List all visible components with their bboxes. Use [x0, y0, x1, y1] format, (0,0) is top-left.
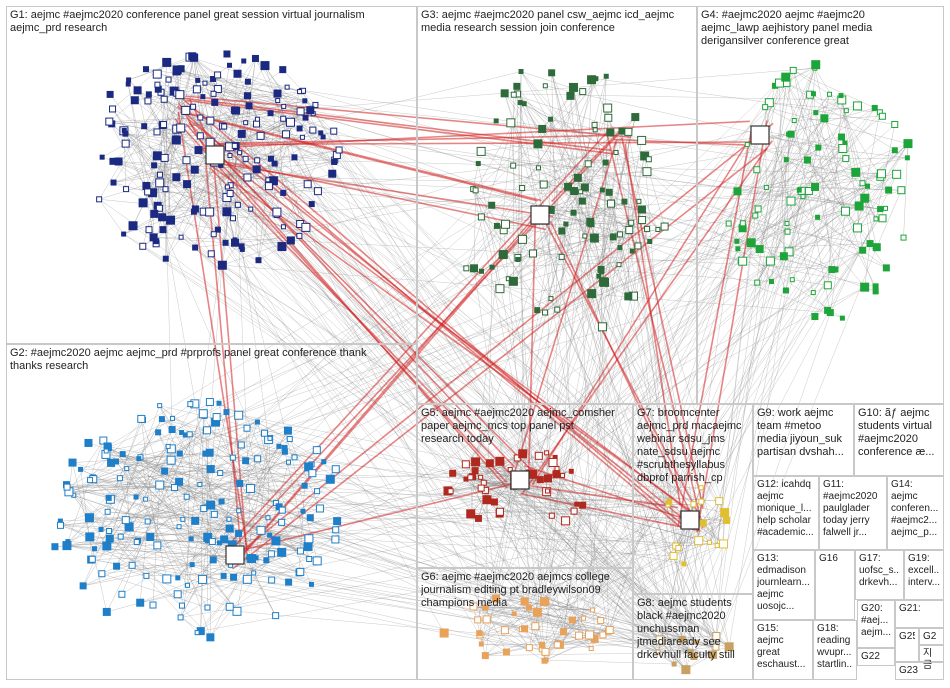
group-label-g4: G4: #aejmc2020 aejmc #aejmc20 aejmc_lawp…	[701, 9, 940, 48]
group-label-g3: G3: aejmc #aejmc2020 panel csw_aejmc icd…	[421, 9, 693, 35]
group-label-g1: G1: aejmc #aejmc2020 conference panel gr…	[10, 9, 413, 35]
group-panel-g8: G8: aejmc students black #aejmc2020 unch…	[633, 594, 753, 680]
group-label-g19: G19: excell... interv...	[908, 553, 940, 589]
group-label-g11: G11: #aejmc2020 paulglader today jerry f…	[823, 479, 883, 539]
group-panel-g10: G10: ãƒ aejmc students virtual #aejmc202…	[854, 404, 944, 476]
group-panel-g23: G23	[895, 662, 944, 680]
group-panel-g3: G3: aejmc #aejmc2020 panel csw_aejmc icd…	[417, 6, 697, 404]
group-label-g20: G20: #aej... aejm...	[861, 603, 891, 639]
group-panel-g6: G6: aejmc #aejmc2020 aejmcs college jour…	[417, 568, 633, 680]
group-panel-g12: G12: icahdq aejmc monique_l... help scho…	[753, 476, 819, 550]
group-label-g12: G12: icahdq aejmc monique_l... help scho…	[757, 479, 815, 539]
group-panel-g11: G11: #aejmc2020 paulglader today jerry f…	[819, 476, 887, 550]
group-label-g6: G6: aejmc #aejmc2020 aejmcs college jour…	[421, 571, 629, 610]
group-label-g9: G9: work aejmc team #metoo media jiyoun_…	[757, 407, 850, 459]
group-label-g2: G2: #aejmc2020 aejmc aejmc_prd #prprofs …	[10, 347, 413, 373]
group-label-g10: G10: ãƒ aejmc students virtual #aejmc202…	[858, 407, 940, 459]
group-label-g15: G15: aejmc great eschaust...	[757, 623, 809, 671]
group-panel-g20: G20: #aej... aejm...	[857, 600, 895, 648]
group-panel-g17: G17: uofsc_s... drkevh...	[855, 550, 904, 600]
group-label-g26: G2	[923, 631, 940, 643]
group-panel-g5: G5: aejmc #aejmc2020 aejmc_comsher paper…	[417, 404, 633, 568]
group-label-g5: G5: aejmc #aejmc2020 aejmc_comsher paper…	[421, 407, 629, 446]
group-panel-g7: G7: broomcenter aejmc_prd macaejmc webin…	[633, 404, 753, 594]
group-panel-g13: G13: edmadison journlearn... aejmc uosoj…	[753, 550, 815, 620]
group-panel-g25: G25	[895, 628, 919, 662]
group-panel-g2: G2: #aejmc2020 aejmc aejmc_prd #prprofs …	[6, 344, 417, 680]
group-label-g25: G25	[899, 631, 915, 643]
group-label-g14: G14: aejmc conferen... #aejmc2... aejmc_…	[891, 479, 940, 539]
group-panel-g1: G1: aejmc #aejmc2020 conference panel gr…	[6, 6, 417, 344]
group-panel-g16: G16	[815, 550, 855, 620]
group-label-g7: G7: broomcenter aejmc_prd macaejmc webin…	[637, 407, 749, 485]
group-panel-g19: G19: excell... interv...	[904, 550, 944, 600]
group-label-g21: G21:	[899, 603, 940, 615]
group-label-g17: G17: uofsc_s... drkevh...	[859, 553, 900, 589]
group-label-g16: G16	[819, 553, 851, 565]
group-panel-g21: G21:	[895, 600, 944, 628]
group-panel-g9: G9: work aejmc team #metoo media jiyoun_…	[753, 404, 854, 476]
group-label-g22: G22	[861, 651, 891, 663]
group-label-g8: G8: aejmc students black #aejmc2020 unch…	[637, 597, 749, 662]
group-panel-g27: 지금	[919, 645, 944, 662]
group-label-g18: G18: reading wvupr... startlin...	[817, 623, 853, 671]
group-panel-g14: G14: aejmc conferen... #aejmc2... aejmc_…	[887, 476, 944, 550]
group-label-g23: G23	[899, 665, 940, 677]
group-panel-g26: G2	[919, 628, 944, 645]
group-panel-g18: G18: reading wvupr... startlin...	[813, 620, 857, 680]
group-panel-g22: G22	[857, 648, 895, 666]
group-label-g13: G13: edmadison journlearn... aejmc uosoj…	[757, 553, 811, 613]
group-panel-g15: G15: aejmc great eschaust...	[753, 620, 813, 680]
group-panel-g4: G4: #aejmc2020 aejmc #aejmc20 aejmc_lawp…	[697, 6, 944, 404]
